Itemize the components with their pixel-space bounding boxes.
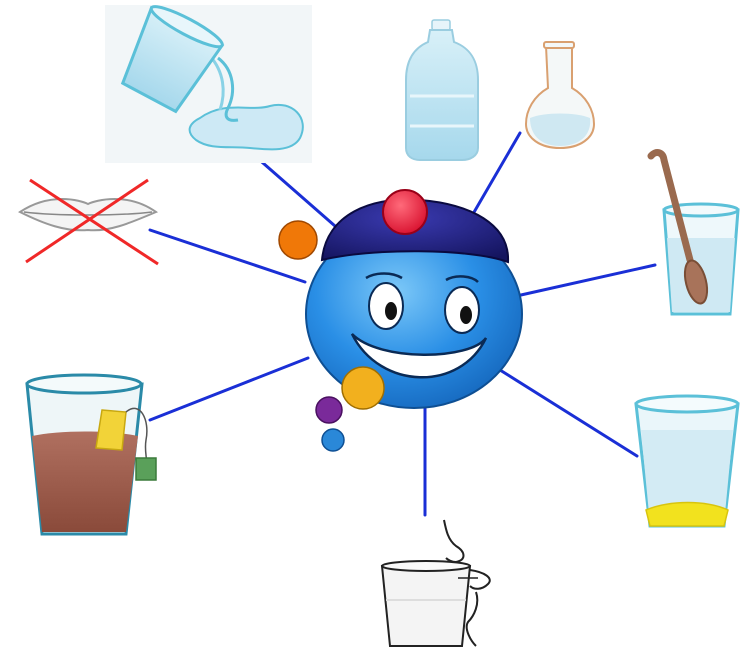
pouring-glass-spill-icon (105, 1, 312, 163)
pompom (383, 190, 427, 234)
crossed-lips-icon (20, 180, 158, 264)
nose-smelling-glass-icon (382, 520, 490, 646)
connector-transparent (512, 265, 655, 297)
connector-dissolves (500, 370, 637, 456)
glass-with-sediment-icon (636, 396, 738, 526)
orange-bubble (279, 221, 317, 259)
bottle-and-flask-icon (406, 20, 594, 160)
purple-bubble (316, 397, 342, 423)
connector-colorless (150, 358, 308, 420)
yellow-bubble (342, 367, 384, 409)
tea-in-glass-icon (27, 375, 156, 534)
smiling-water-drop-mascot-icon (279, 190, 522, 451)
spoon-in-glass-icon (651, 153, 738, 314)
blue-bubble (322, 429, 344, 451)
